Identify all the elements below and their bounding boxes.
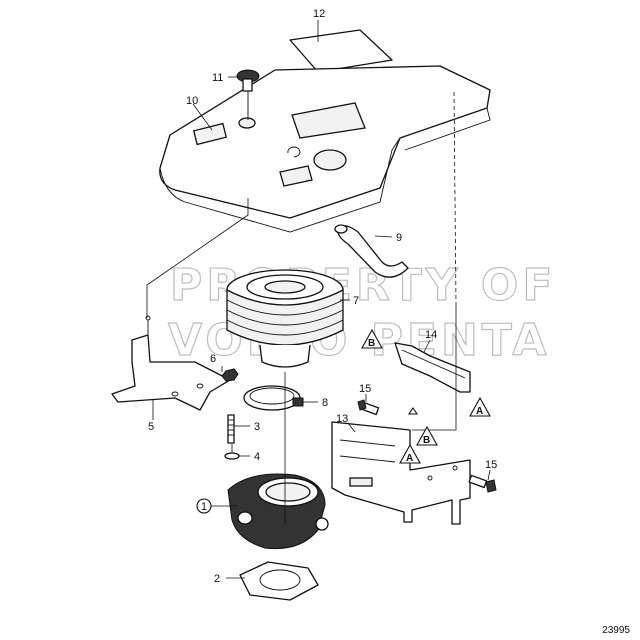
marker-a-upper-right	[407, 407, 419, 415]
part-15-bolt-lower	[468, 474, 497, 493]
callout-15-lower: 15	[485, 459, 497, 471]
svg-text:A: A	[476, 406, 483, 417]
svg-text:A: A	[406, 453, 413, 464]
callout-10: 10	[186, 95, 198, 107]
part-13-mounting-bracket	[331, 421, 471, 525]
drawing-reference-number: 23995	[602, 625, 630, 636]
callout-13: 13	[336, 413, 348, 425]
part-5-bracket	[111, 315, 231, 411]
part-9-hose	[334, 224, 409, 278]
callout-14: 14	[425, 329, 437, 341]
part-15-bolt-upper	[357, 399, 380, 416]
callout-8: 8	[322, 397, 328, 409]
callout-2: 2	[214, 573, 220, 585]
watermark-line-2: VOLVO PENTA	[168, 315, 550, 366]
marker-b-upper: B	[361, 328, 383, 349]
svg-text:B: B	[368, 338, 375, 349]
part-11-cap	[236, 69, 260, 120]
part-12-plate	[289, 29, 393, 73]
callout-1-circle	[196, 498, 212, 514]
part-1-throttle-body	[227, 473, 329, 550]
callout-11: 11	[212, 72, 223, 84]
part-10-engine-cover	[159, 65, 491, 306]
callout-7: 7	[353, 295, 359, 307]
part-14-small-bracket	[394, 342, 471, 393]
marker-a-right: A	[469, 396, 491, 417]
callout-5: 5	[148, 421, 154, 433]
part-8-hose-clamp	[243, 385, 304, 411]
assembly-line-left	[146, 198, 249, 318]
callout-3: 3	[254, 421, 260, 433]
svg-text:B: B	[423, 435, 430, 446]
callout-6: 6	[210, 353, 216, 365]
callout-9: 9	[396, 232, 402, 244]
callout-1: 1	[201, 501, 207, 513]
part-7-air-filter	[226, 269, 344, 368]
callout-4: 4	[254, 451, 260, 463]
part-3-stud	[227, 414, 235, 444]
marker-b-lower: B	[416, 425, 438, 446]
callout-15-upper: 15	[359, 383, 371, 395]
part-4-washer	[224, 452, 240, 460]
part-6-nut	[221, 368, 239, 382]
marker-a-lower: A	[399, 443, 421, 464]
callout-12: 12	[313, 8, 325, 20]
part-2-gasket	[239, 561, 319, 601]
